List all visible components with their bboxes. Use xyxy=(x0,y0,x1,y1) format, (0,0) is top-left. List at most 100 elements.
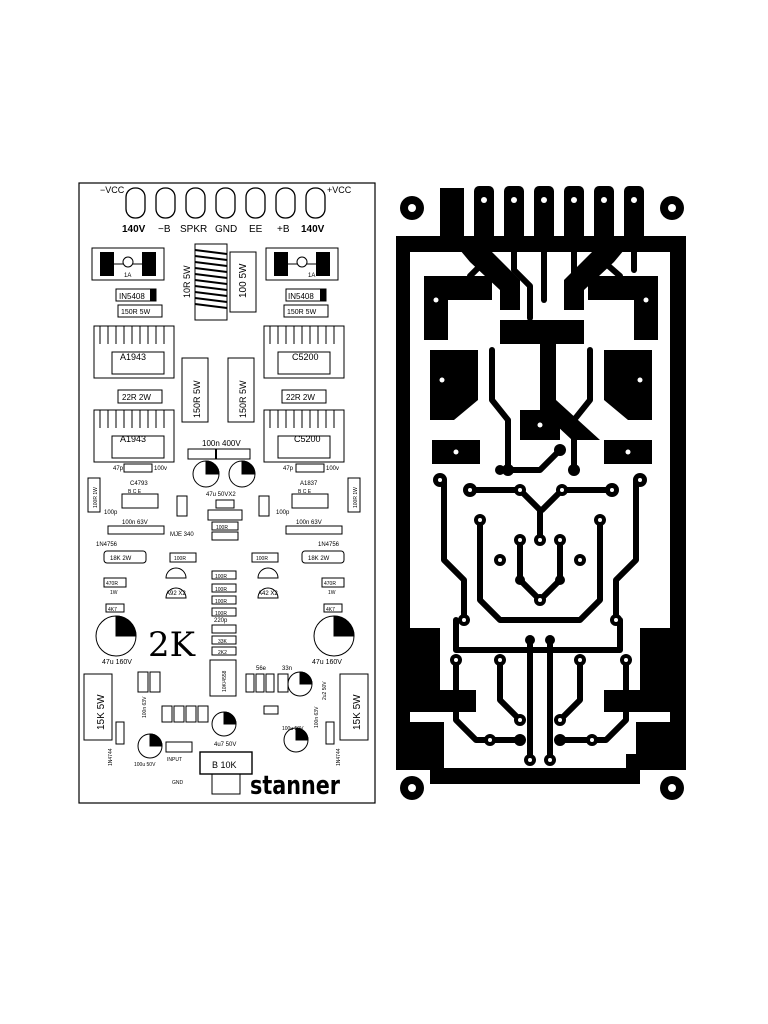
res-100r1w-left-label: 100R 1W xyxy=(93,487,99,508)
svg-text:A1837: A1837 xyxy=(300,481,318,487)
res-33k xyxy=(211,635,237,645)
cap-47u-50v-pair xyxy=(192,460,256,488)
cap-100n-63v-small-left: 100n 63V xyxy=(142,696,148,718)
svg-text:470R: 470R xyxy=(106,581,118,587)
res-100r1w-right xyxy=(347,477,361,513)
res-100r-center-a xyxy=(211,521,239,531)
res-56e-label: 56e xyxy=(256,666,267,672)
cap-47u-160v-left-label: 47u 160V xyxy=(102,659,132,666)
svg-text:150R 5W: 150R 5W xyxy=(121,309,151,316)
overlay-board-outline xyxy=(78,182,376,804)
res-100r-stack-2: 100R xyxy=(215,587,227,593)
cap-47p-left xyxy=(123,463,153,473)
res-100r5w-label: 100 5W xyxy=(238,263,249,298)
output-inductor xyxy=(194,243,228,321)
res-470r-left: 470R 1W xyxy=(103,577,127,596)
cap-47u-160v-left xyxy=(95,615,137,657)
svg-text:1W: 1W xyxy=(328,590,336,596)
tr-a42-label: A42 X2 xyxy=(258,591,278,597)
ic-4558-label: 10K/4558 xyxy=(222,670,228,692)
diode-left: IN5408 xyxy=(115,288,157,302)
res-100r-stack-3: 100R xyxy=(215,599,227,605)
res-150r5w-vert-left-label: 150R 5W xyxy=(192,380,202,418)
res-150r5w-right: 150R 5W xyxy=(283,304,329,318)
ic-4558 xyxy=(209,659,237,697)
cap-100p-left-label: 100p xyxy=(104,510,118,516)
label-minus-b: −B xyxy=(158,224,171,235)
label-ee: EE xyxy=(249,224,263,235)
potentiometer: B 10K xyxy=(199,751,253,795)
cap-47u-160v-right xyxy=(313,615,355,657)
tr-a42-pair xyxy=(257,567,279,599)
svg-text:22R 2W: 22R 2W xyxy=(122,393,151,402)
res-15k5w-left xyxy=(83,673,113,741)
svg-text:B 10K: B 10K xyxy=(212,760,237,770)
cap-2u2-50v-label: 2u2 50V xyxy=(322,681,328,700)
svg-text:1W: 1W xyxy=(110,590,118,596)
gnd-label: GND xyxy=(172,780,184,786)
heatsink-c5200-top xyxy=(263,325,345,379)
copper-upper-pours xyxy=(424,250,658,464)
res-100r-stack-1: 100R xyxy=(215,574,227,580)
res-15k5w-left-label: 15K 5W xyxy=(96,694,107,730)
svg-text:B C E: B C E xyxy=(298,489,312,495)
svg-text:150R 5W: 150R 5W xyxy=(287,309,317,316)
cap-100n-63v-small-right: 100n 63V xyxy=(314,706,320,728)
zener-left-label: 1N4756 xyxy=(96,542,118,548)
res-150r5w-vert-right-label: 150R 5W xyxy=(238,380,248,418)
cap-47p-right xyxy=(295,463,325,473)
small-part-2 xyxy=(258,495,270,517)
tr-a92-pair xyxy=(165,567,187,599)
cap-100u-50v-left-label: 100u 50V xyxy=(134,762,156,768)
brand-label: stanner xyxy=(250,771,340,801)
cap-47u-50v-label: 47u 50VX2 xyxy=(206,492,236,498)
res-150r5w-vert-right xyxy=(227,357,255,423)
cap-33n-label: 33n xyxy=(282,666,292,672)
tr-a1837: A1837 B C E xyxy=(291,481,329,509)
cap-220p-label: 220p xyxy=(214,618,228,624)
svg-text:100R: 100R xyxy=(174,556,186,562)
heatsink-a1943-bottom xyxy=(93,409,175,463)
mje340-label: MJE 340 xyxy=(170,532,194,538)
svg-text:470R: 470R xyxy=(324,581,336,587)
res-15k5w-right-label: 15K 5W xyxy=(352,694,363,730)
center-resistor-stack xyxy=(211,570,237,617)
svg-text:1A: 1A xyxy=(308,273,315,279)
v100-left-label: 100v xyxy=(154,466,167,472)
copper-terminal-fingers xyxy=(474,186,644,242)
res-18k2w-left: 18K 2W xyxy=(103,550,147,564)
cap-100u-50v-right xyxy=(283,727,309,753)
cap-100u-50v-left xyxy=(137,733,163,759)
heatsink-c5200-bottom xyxy=(263,409,345,463)
small-part-3 xyxy=(215,499,235,509)
res-100r-left: 100R xyxy=(169,552,197,563)
cap-100n-63v-left: 100n 63V xyxy=(107,520,165,535)
cap-4u7-50v xyxy=(211,711,237,737)
zener2-right-body xyxy=(325,721,335,745)
copper-traces xyxy=(417,237,663,763)
tr-c4793: C4793 B C E xyxy=(121,481,159,509)
res-150r5w-vert-left xyxy=(181,357,209,423)
mounting-holes xyxy=(400,196,684,800)
res-150r5w-left: 150R 5W xyxy=(117,304,163,318)
cap-100n-63v-right: 100n 63V xyxy=(285,520,343,535)
svg-text:4K7: 4K7 xyxy=(108,607,117,613)
a1943-top-label: A1943 xyxy=(120,352,146,362)
svg-text:IN5408: IN5408 xyxy=(119,292,145,301)
board-label-2k: 2K xyxy=(148,625,196,665)
svg-text:18K 2W: 18K 2W xyxy=(308,556,330,562)
c5200-bottom-label: C5200 xyxy=(294,434,321,444)
small-part-1 xyxy=(176,495,188,517)
v100-right-label: 100v xyxy=(326,466,339,472)
cap-47u-160v-right-label: 47u 160V xyxy=(312,659,342,666)
input-label: INPUT xyxy=(167,757,182,763)
res-100r1w-right-label: 100R 1W xyxy=(353,487,359,508)
a1943-bottom-label: A1943 xyxy=(120,434,146,444)
copper-lower-pours xyxy=(410,628,670,754)
vcc-minus-label: −VCC xyxy=(100,185,125,195)
svg-text:4K7: 4K7 xyxy=(326,607,335,613)
res-22r2w-right: 22R 2W xyxy=(281,389,327,404)
tr-a92-label: A92 X2 xyxy=(166,591,186,597)
res-18k2w-right: 18K 2W xyxy=(301,550,345,564)
